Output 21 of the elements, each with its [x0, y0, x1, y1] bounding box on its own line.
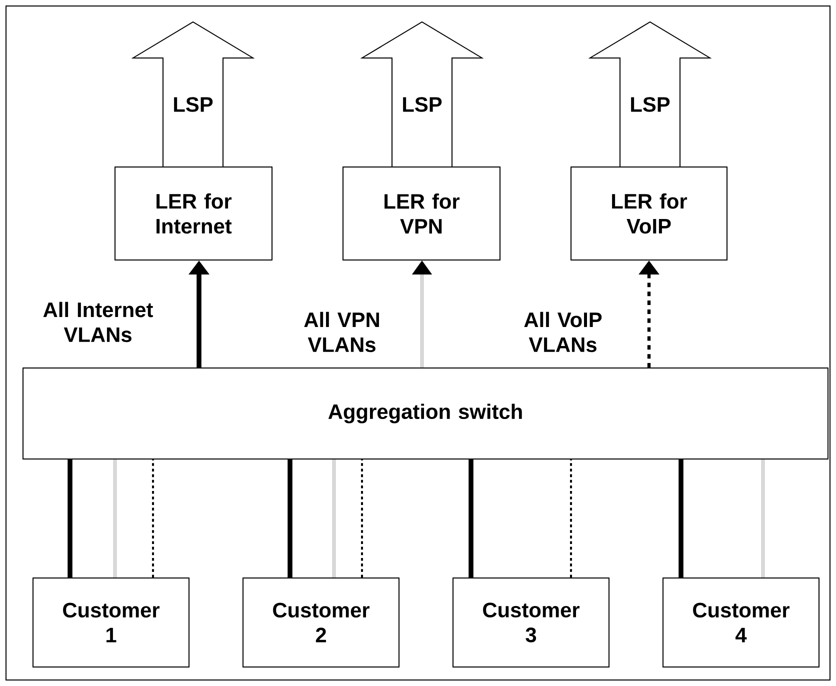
link-line — [332, 460, 336, 578]
customer-box: Customer 3 — [452, 578, 610, 668]
link-line — [678, 460, 684, 578]
router-box: LER for Internet — [114, 166, 272, 260]
link-line — [152, 460, 154, 578]
edge-label: All VPN VLANs — [304, 312, 379, 352]
link-line — [762, 460, 764, 578]
switch-box: Aggregation switch — [22, 368, 828, 460]
link-line — [468, 460, 474, 578]
router-box: LER for VPN — [342, 166, 500, 260]
link-line — [288, 460, 292, 578]
customer-box: Customer 1 — [32, 578, 190, 668]
link-line — [570, 460, 572, 578]
link-line — [114, 460, 116, 578]
edge-label: All Internet VLANs — [43, 302, 153, 342]
link-line — [68, 460, 72, 578]
customer-box: Customer 4 — [662, 578, 820, 668]
router-box: LER for VoIP — [570, 166, 728, 260]
customer-box: Customer 2 — [242, 578, 400, 668]
link-line — [361, 460, 363, 578]
edge-label: All VoIP VLANs — [524, 312, 602, 352]
